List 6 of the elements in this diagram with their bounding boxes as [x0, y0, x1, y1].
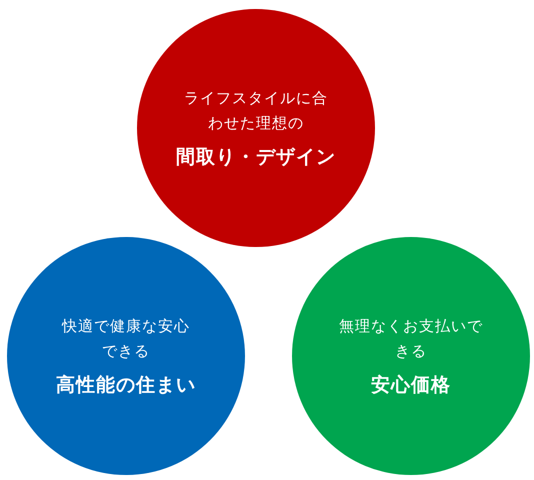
description-text: 快適で健康な安心できる [60, 316, 191, 362]
description-text: 無理なくお支払いできる [338, 316, 484, 362]
heading-text: 間取り・デザイン [176, 145, 336, 170]
heading-text: 高性能の住まい [56, 373, 196, 398]
description-text: ライフスタイルに合わせた理想の [183, 88, 329, 134]
heading-text: 安心価格 [371, 373, 451, 398]
